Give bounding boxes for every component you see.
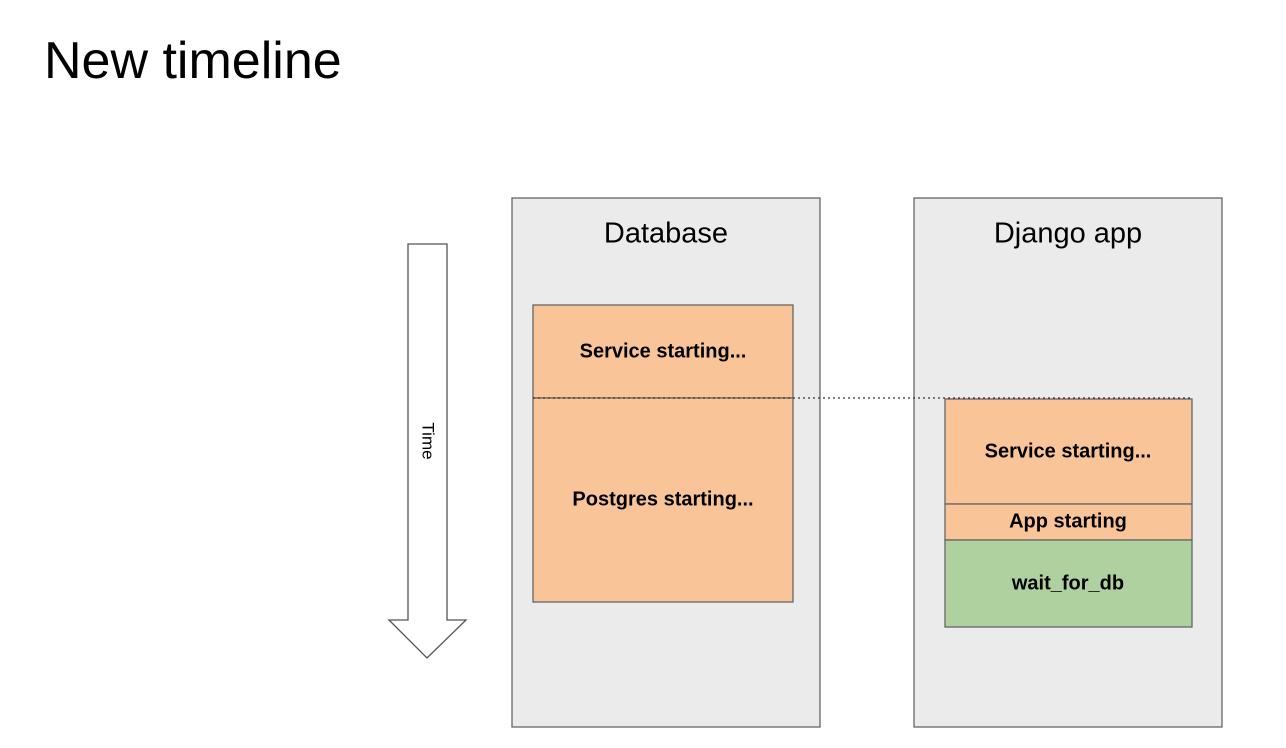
database-service-starting-label: Service starting... — [580, 340, 747, 362]
django-service-starting-box — [944, 398, 1193, 505]
django-wait-for-db-phase: wait_for_db — [944, 539, 1193, 628]
django-app-starting-phase: App starting — [944, 503, 1193, 541]
django-app-column-label: Django app — [994, 218, 1142, 250]
django-app-column: Django app Service starting... App start… — [913, 197, 1223, 728]
slide-title: New timeline — [44, 32, 342, 90]
database-column-label: Database — [604, 218, 728, 250]
time-arrow: Time — [387, 243, 468, 659]
database-service-starting-phase: Service starting... — [532, 304, 794, 399]
django-service-starting-label: Service starting... — [985, 440, 1152, 462]
database-postgres-starting-label: Postgres starting... — [572, 488, 753, 510]
django-app-starting-label: App starting — [1009, 510, 1127, 532]
database-postgres-starting-phase: Postgres starting... — [532, 397, 794, 603]
django-wait-for-db-box — [944, 539, 1193, 628]
django-service-starting-phase: Service starting... — [944, 398, 1193, 505]
time-arrow-shape — [387, 243, 468, 659]
database-postgres-starting-box — [532, 397, 794, 603]
django-wait-for-db-label: wait_for_db — [1011, 572, 1124, 594]
database-column: Database Service starting... Postgres st… — [511, 197, 821, 728]
time-arrow-label: Time — [419, 422, 438, 459]
django-app-starting-box — [944, 503, 1193, 541]
database-service-starting-box — [532, 304, 794, 399]
